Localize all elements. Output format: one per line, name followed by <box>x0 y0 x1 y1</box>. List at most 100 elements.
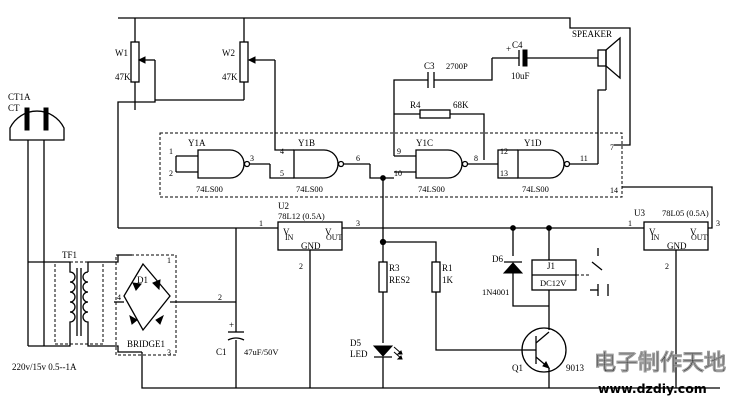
pin-3: 3 <box>250 154 254 163</box>
pin-9: 9 <box>397 147 401 156</box>
watermark: 电子制作天地 www.dzdiy.com <box>594 351 727 396</box>
capacitor-c1: + C1 47uF/50V <box>216 228 279 388</box>
ground-rail <box>141 352 720 389</box>
svg-text:3: 3 <box>356 219 360 228</box>
svg-text:1: 1 <box>259 219 263 228</box>
transformer-name: TF1 <box>62 250 77 260</box>
pin-5: 5 <box>280 169 284 178</box>
svg-text:OUT: OUT <box>326 233 343 242</box>
top-rail-wire <box>118 17 631 146</box>
y1a-part: 74LS00 <box>196 184 223 194</box>
svg-text:+: + <box>506 44 511 54</box>
pin-4: 4 <box>280 147 284 156</box>
svg-text:GND: GND <box>667 241 687 251</box>
svg-text:2: 2 <box>299 262 303 271</box>
nand-gate-y1b: Y1B 74LS00 4 5 6 <box>280 138 394 194</box>
transistor-q1: Q1 9013 <box>512 327 585 388</box>
d5-name: D5 <box>350 338 361 348</box>
c3-name: C3 <box>424 61 435 71</box>
regulator-u3: U3 78L05 (0.5A) V IN V OUT GND 1 2 3 <box>624 208 720 388</box>
regulator-u2: U2 78L12 (0.5A) V IN V OUT GND 1 2 3 <box>118 201 624 388</box>
pin-10: 10 <box>394 169 402 178</box>
led-d5: D5 LED <box>350 338 403 388</box>
r1-value: 1K <box>442 275 454 285</box>
resistor-r4: R4 68K <box>394 100 485 160</box>
bridge-rectifier: D1 1 2 3 4 BRIDGE1 <box>114 254 236 357</box>
y1c-part: 74LS00 <box>418 184 445 194</box>
u3-part: 78L05 (0.5A) <box>662 208 709 218</box>
svg-text:V: V <box>325 227 332 237</box>
q1-name: Q1 <box>512 363 523 373</box>
bridge-pin-1: 1 <box>167 256 171 265</box>
svg-text:+: + <box>229 320 234 330</box>
resistor-r1: R1 1K <box>431 261 524 351</box>
pin-2: 2 <box>169 169 173 178</box>
r4-value: 68K <box>453 100 469 110</box>
capacitor-c4: C4 10uF + <box>492 40 598 81</box>
svg-text:OUT: OUT <box>691 233 708 242</box>
c4-value: 10uF <box>511 71 530 81</box>
svg-text:2: 2 <box>665 262 669 271</box>
svg-text:V: V <box>649 227 656 237</box>
u2-part: 78L12 (0.5A) <box>278 211 325 221</box>
nand-gate-y1d: Y1D 74LS00 12 13 11 <box>500 89 606 194</box>
svg-text:V: V <box>283 227 290 237</box>
d6-value: 1N4001 <box>482 287 509 297</box>
q1-value: 9013 <box>566 363 585 373</box>
c1-value: 47uF/50V <box>244 347 279 357</box>
y1d-name: Y1D <box>524 138 542 148</box>
transformer-rating: 220v/15v 0.5--1A <box>12 362 77 372</box>
vcc5-wire <box>622 186 713 229</box>
svg-text:IN: IN <box>285 233 294 242</box>
y1d-part: 74LS00 <box>522 184 549 194</box>
r4-name: R4 <box>410 100 421 110</box>
watermark-url: www.dzdiy.com <box>598 381 707 396</box>
nand-gate-y1a: Y1A 74LS00 1 2 3 <box>169 138 294 194</box>
y1b-part: 74LS00 <box>296 184 323 194</box>
y1b-name: Y1B <box>298 138 315 148</box>
potentiometer-w2: W2 47K <box>222 18 275 100</box>
w2-name: W2 <box>222 48 235 58</box>
plug-ref: CT <box>8 103 20 113</box>
d1-label: D1 <box>137 275 148 285</box>
nand-gate-y1c: Y1C 74LS00 9 10 8 <box>393 138 518 194</box>
pin-13: 13 <box>500 169 508 178</box>
y1c-name: Y1C <box>416 138 433 148</box>
svg-text:V: V <box>690 227 697 237</box>
j1-name: J1 <box>547 261 555 271</box>
bridge-pin-4: 4 <box>117 293 121 302</box>
svg-text:1: 1 <box>628 219 632 228</box>
pin-14: 14 <box>610 186 618 195</box>
potentiometer-w1: W1 47K <box>115 18 155 110</box>
ac-plug: CT1A CT <box>8 92 65 262</box>
w2-value: 47K <box>222 72 238 82</box>
w1-value: 47K <box>115 72 131 82</box>
transformer: TF1 220v/15v 0.5--1A <box>12 250 142 372</box>
speaker-label: SPEAKER <box>572 29 612 39</box>
r3-value: RES2 <box>389 275 410 285</box>
plug-name: CT1A <box>8 92 31 102</box>
pin-7: 7 <box>610 143 614 152</box>
svg-text:GND: GND <box>301 241 321 251</box>
d5-value: LED <box>350 349 368 359</box>
bridge-pin-3: 3 <box>167 348 171 357</box>
speaker: SPEAKER <box>572 29 621 80</box>
c1-name: C1 <box>216 347 227 357</box>
u3-name: U3 <box>634 208 645 218</box>
d6-name: D6 <box>492 254 503 264</box>
y1a-name: Y1A <box>188 138 206 148</box>
pin-12: 12 <box>500 147 508 156</box>
capacitor-c3: C3 2700P <box>393 58 607 150</box>
w1-name: W1 <box>115 48 128 58</box>
relay-j1: J1 DC12V <box>531 248 609 330</box>
pin-1: 1 <box>169 147 173 156</box>
bridge-name: BRIDGE1 <box>127 339 165 349</box>
j1-value: DC12V <box>540 278 567 288</box>
bridge-pin-2: 2 <box>218 293 222 302</box>
pin-11: 11 <box>580 154 588 163</box>
u2-name: U2 <box>278 201 289 211</box>
watermark-cn: 电子制作天地 <box>594 351 726 376</box>
r1-name: R1 <box>442 263 453 273</box>
